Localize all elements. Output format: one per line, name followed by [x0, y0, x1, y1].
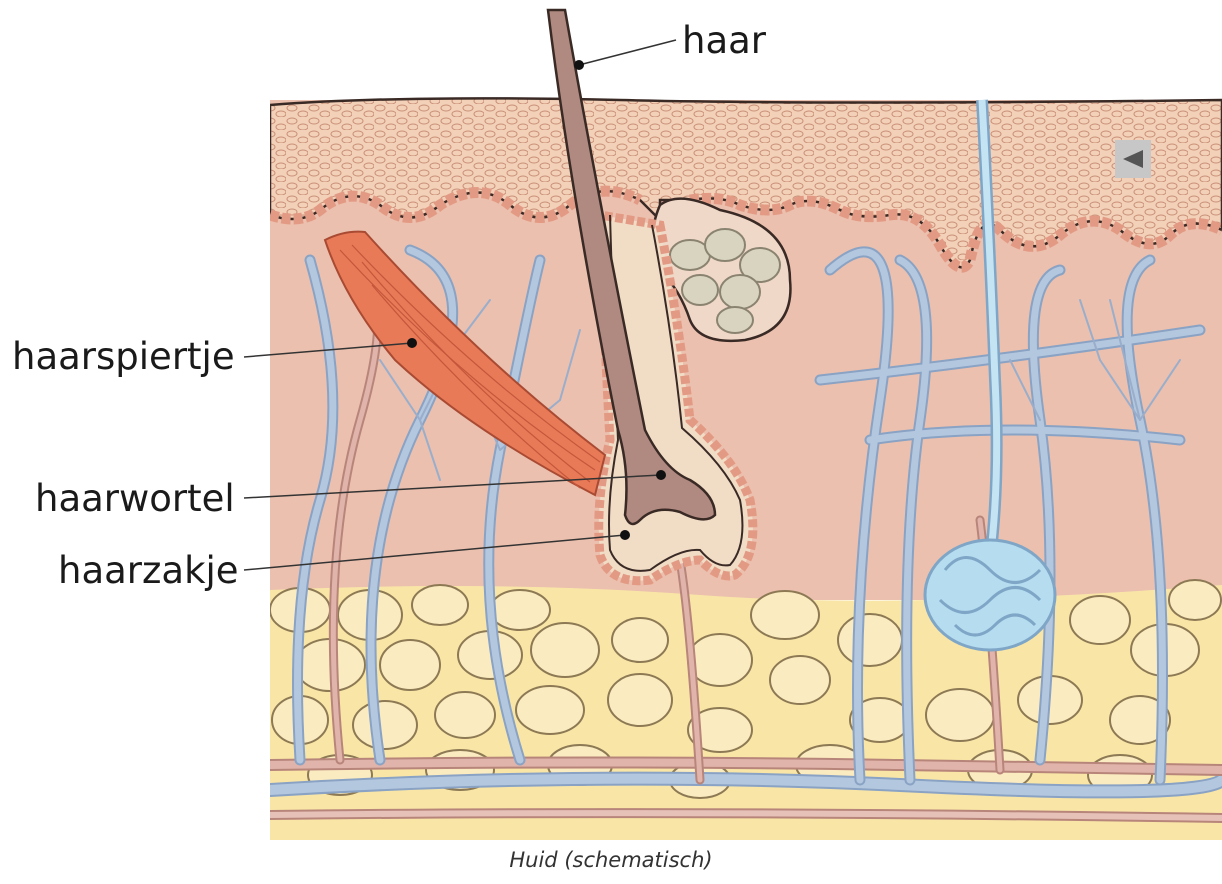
diagram-caption: Huid (schematisch) — [0, 848, 1222, 872]
sweat-gland — [925, 540, 1055, 650]
label-haarwortel: haarwortel — [35, 480, 235, 517]
haarspiertje-pointer-dot — [407, 338, 417, 348]
previous-button[interactable] — [1115, 140, 1151, 178]
haar-pointer-dot — [574, 60, 584, 70]
haarzakje-pointer-dot — [620, 530, 630, 540]
triangle-left-icon — [1121, 148, 1145, 170]
label-haar: haar — [682, 22, 766, 59]
label-haarspiertje: haarspiertje — [12, 338, 235, 375]
label-haarzakje: haarzakje — [58, 552, 239, 589]
haarwortel-pointer-dot — [656, 470, 666, 480]
